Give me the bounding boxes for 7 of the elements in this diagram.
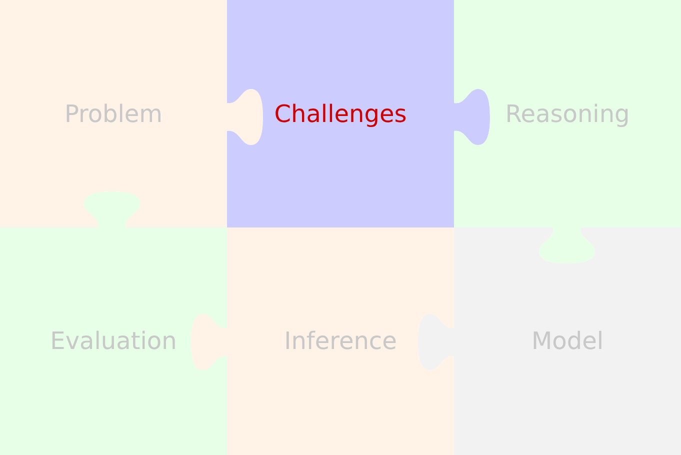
puzzle-piece: [191, 228, 454, 455]
puzzle-piece: [454, 0, 681, 264]
puzzle-piece: [227, 0, 490, 228]
puzzle-piece: [0, 0, 263, 228]
puzzle-piece: [418, 228, 681, 455]
piece-label: Challenges: [274, 100, 407, 128]
puzzle-piece: [0, 192, 227, 455]
